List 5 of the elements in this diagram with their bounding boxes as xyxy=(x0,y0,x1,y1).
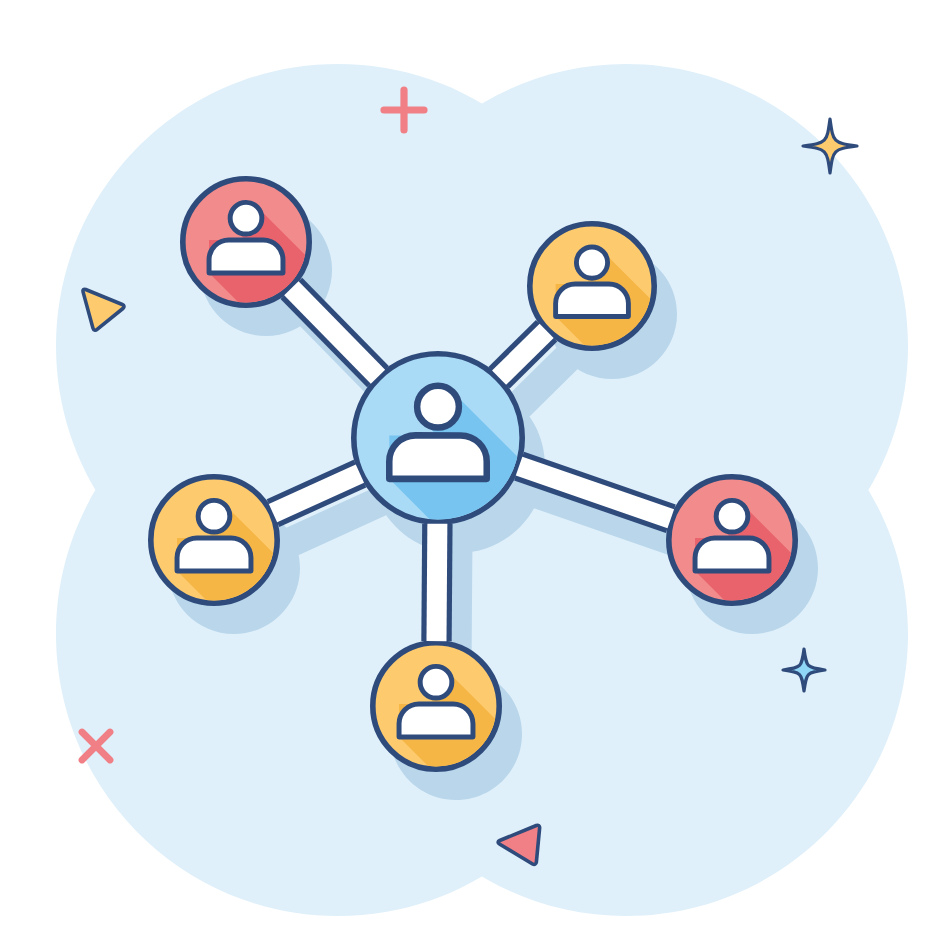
connector-bar xyxy=(514,451,676,534)
connector-bar xyxy=(280,277,389,388)
connector-bar xyxy=(488,320,558,389)
connector-bar xyxy=(421,523,453,642)
connector-bar xyxy=(266,459,367,527)
